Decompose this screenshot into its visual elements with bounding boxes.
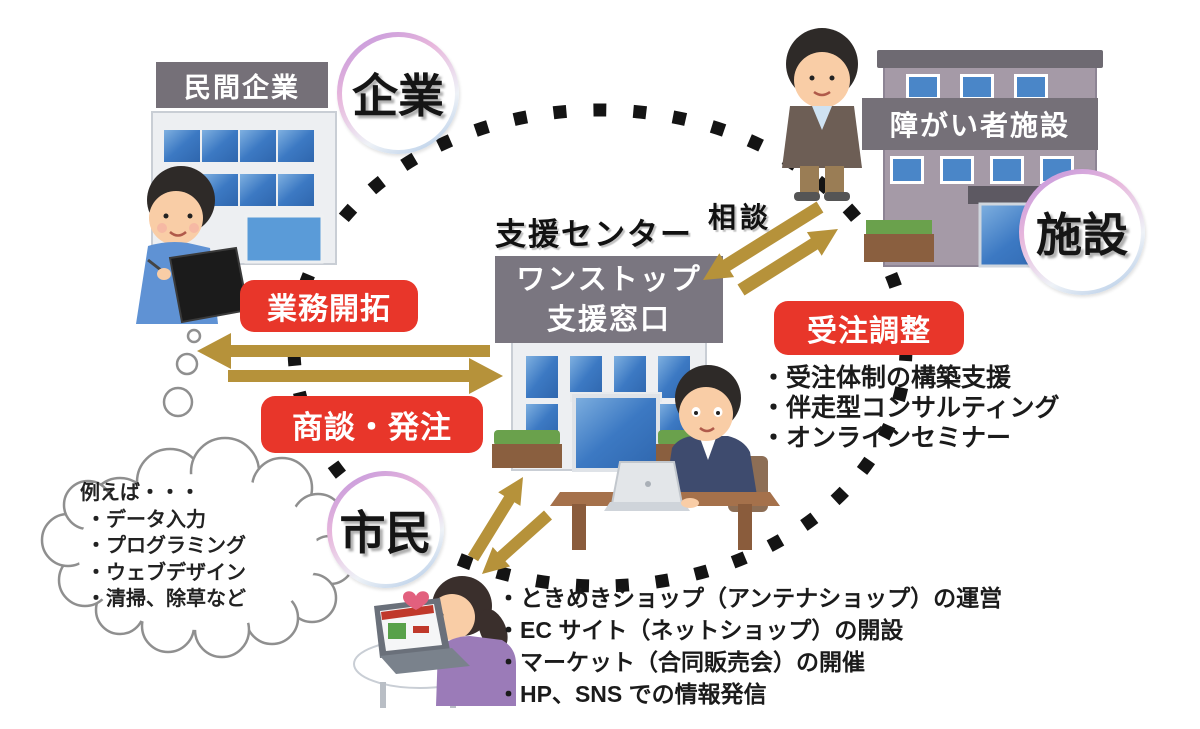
- company-bubble-inner: 企業: [341, 36, 455, 150]
- one-stop-line1: ワンストップ: [516, 263, 702, 296]
- citizen-shopper-illustration: [353, 576, 516, 708]
- company-worker-illustration: [136, 166, 250, 324]
- citizen-support-item: ・ときめきショップ（アンテナショップ）の運営: [497, 585, 1003, 611]
- arrow-to-company-icon: [197, 333, 490, 369]
- center-staff-illustration: [550, 365, 780, 550]
- one-stop-line2: 支援窓口: [546, 303, 671, 336]
- citizen-support-item: ・EC サイト（ネットショップ）の開設: [497, 617, 904, 643]
- example-item: ・データ入力: [86, 508, 206, 531]
- arrow-from-citizen-icon: [467, 477, 523, 562]
- negotiation-order-label: 商談・発注: [292, 410, 452, 445]
- citizen-support-item: ・HP、SNS での情報発信: [497, 681, 767, 707]
- order-adjustment-label: 受注調整: [807, 315, 931, 348]
- facility-support-item: ・伴走型コンサルティング: [761, 394, 1060, 422]
- arrow-to-facility-icon: [737, 229, 838, 296]
- arrow-from-company-icon: [228, 358, 503, 394]
- company-banner-label: 民間企業: [184, 72, 300, 103]
- support-center-title: 支援センター: [486, 209, 702, 254]
- thought-bubble-cloud: [40, 328, 356, 659]
- examples-title: 例えば・・・: [80, 482, 200, 504]
- citizen-bubble-inner: 市民: [331, 475, 440, 584]
- consult-label-text: 相談: [708, 202, 773, 233]
- heart-icon: [403, 591, 429, 610]
- arrow-from-facility-icon: [703, 201, 824, 280]
- negotiation-order-box: 商談・発注: [261, 396, 483, 453]
- company-bubble: 企業: [337, 32, 459, 154]
- business-development-box: 業務開拓: [240, 280, 418, 332]
- examples-thought-text: 例えば・・・ ・データ入力 ・プログラミング ・ウェブデザイン ・清掃、除草など: [80, 480, 246, 613]
- citizen-support-list: ・ときめきショップ（アンテナショップ）の運営 ・EC サイト（ネットショップ）の…: [497, 582, 1002, 710]
- example-item: ・ウェブデザイン: [86, 561, 246, 584]
- facility-banner-label: 障がい者施設: [889, 110, 1070, 141]
- facility-support-item: ・オンラインセミナー: [761, 424, 1012, 452]
- example-item: ・プログラミング: [86, 535, 246, 557]
- company-banner: 民間企業: [156, 62, 328, 108]
- facility-support-list: ・受注体制の構築支援 ・伴走型コンサルティング ・オンラインセミナー: [761, 363, 1060, 453]
- facility-support-item: ・受注体制の構築支援: [761, 364, 1012, 392]
- citizen-bubble: 市民: [327, 471, 444, 588]
- arrow-to-citizen-icon: [482, 510, 552, 574]
- company-bubble-label: 企業: [352, 70, 444, 122]
- facility-bubble: 施設: [1019, 169, 1145, 295]
- facility-bubble-label: 施設: [1036, 209, 1128, 261]
- support-center-title-text: 支援センター: [495, 217, 693, 252]
- facility-visitor-illustration: [782, 28, 862, 201]
- business-development-label: 業務開拓: [267, 293, 391, 326]
- one-stop-window-box: ワンストップ 支援窓口: [495, 256, 723, 343]
- order-adjustment-box: 受注調整: [774, 301, 964, 355]
- citizen-support-item: ・マーケット（合同販売会）の開催: [497, 649, 865, 675]
- facility-banner: 障がい者施設: [862, 98, 1098, 150]
- example-item: ・清掃、除草など: [86, 588, 246, 610]
- consult-label: 相談: [708, 196, 772, 236]
- citizen-bubble-label: 市民: [339, 506, 432, 559]
- facility-bubble-inner: 施設: [1023, 173, 1141, 291]
